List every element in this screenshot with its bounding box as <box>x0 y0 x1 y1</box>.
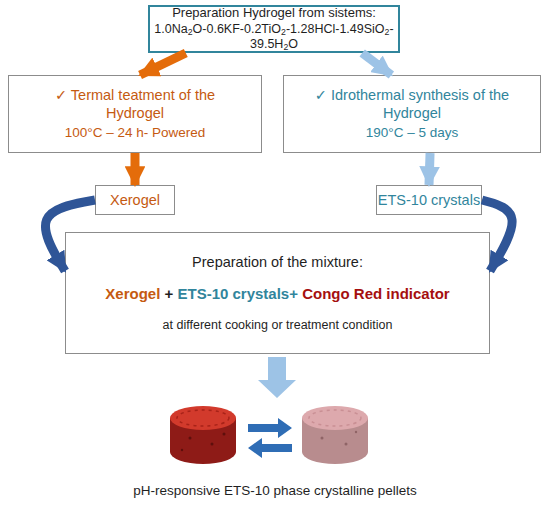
pellet-speck <box>189 437 192 440</box>
process-box: ✓ Idrothermal synthesis of the Hydrogel 1… <box>283 75 541 153</box>
node-text: 1.0Na2O-0.6KF-0.2TiO2-1.28HCl-1.49SiO2-3… <box>154 22 394 53</box>
down-arrow <box>258 357 296 398</box>
pink-pellet <box>302 406 368 464</box>
red-pellet <box>170 406 236 464</box>
node-heading: ✓ Idrothermal synthesis of the Hydrogel <box>314 86 510 122</box>
pellet-speck <box>321 437 324 440</box>
pellet-speck <box>211 443 214 446</box>
orange-arrow <box>131 153 140 185</box>
node-heading: Preparation Hydrogel from sistems: <box>172 5 376 21</box>
node-heading: Xerogel <box>110 191 160 209</box>
pellet-speck <box>181 449 183 451</box>
pellet-top <box>302 406 368 430</box>
pellet-top <box>170 406 236 430</box>
node-text: at different cooking or treatment condit… <box>163 318 393 334</box>
node-text: Xerogel + ETS-10 crystals+ Congo Red ind… <box>105 285 449 304</box>
node-heading: ETS-10 crystals <box>378 191 480 209</box>
orange-arrow <box>140 53 186 75</box>
blue-arrow <box>429 153 430 185</box>
pellet-speck <box>345 443 348 446</box>
product-box: Xerogel <box>95 185 175 215</box>
pellet-texture <box>309 410 361 426</box>
node-text: 100°C – 24 h- Powered <box>65 125 205 142</box>
reverse-arrow <box>248 438 292 458</box>
node-text: 190°C – 5 days <box>366 125 458 142</box>
figure-caption: pH-responsive ETS-10 phase crystalline p… <box>0 483 550 498</box>
product-box: ETS-10 crystals <box>376 185 482 215</box>
node-heading: ✓ Termal teatment of the Hydrogel <box>49 86 221 122</box>
mixture-box: Preparation of the mixture: Xerogel + ETS… <box>65 232 490 354</box>
pellet-speck <box>355 431 357 433</box>
pellet-speck <box>223 433 226 436</box>
blue-arrow <box>362 53 391 75</box>
process-box: ✓ Termal teatment of the Hydrogel 100°C –… <box>8 75 262 153</box>
node-heading: Preparation of the mixture: <box>192 253 363 271</box>
forward-arrow <box>248 418 292 438</box>
start-box: Preparation Hydrogel from sistems:1.0Na2… <box>148 5 400 53</box>
pellet-texture <box>177 410 229 426</box>
